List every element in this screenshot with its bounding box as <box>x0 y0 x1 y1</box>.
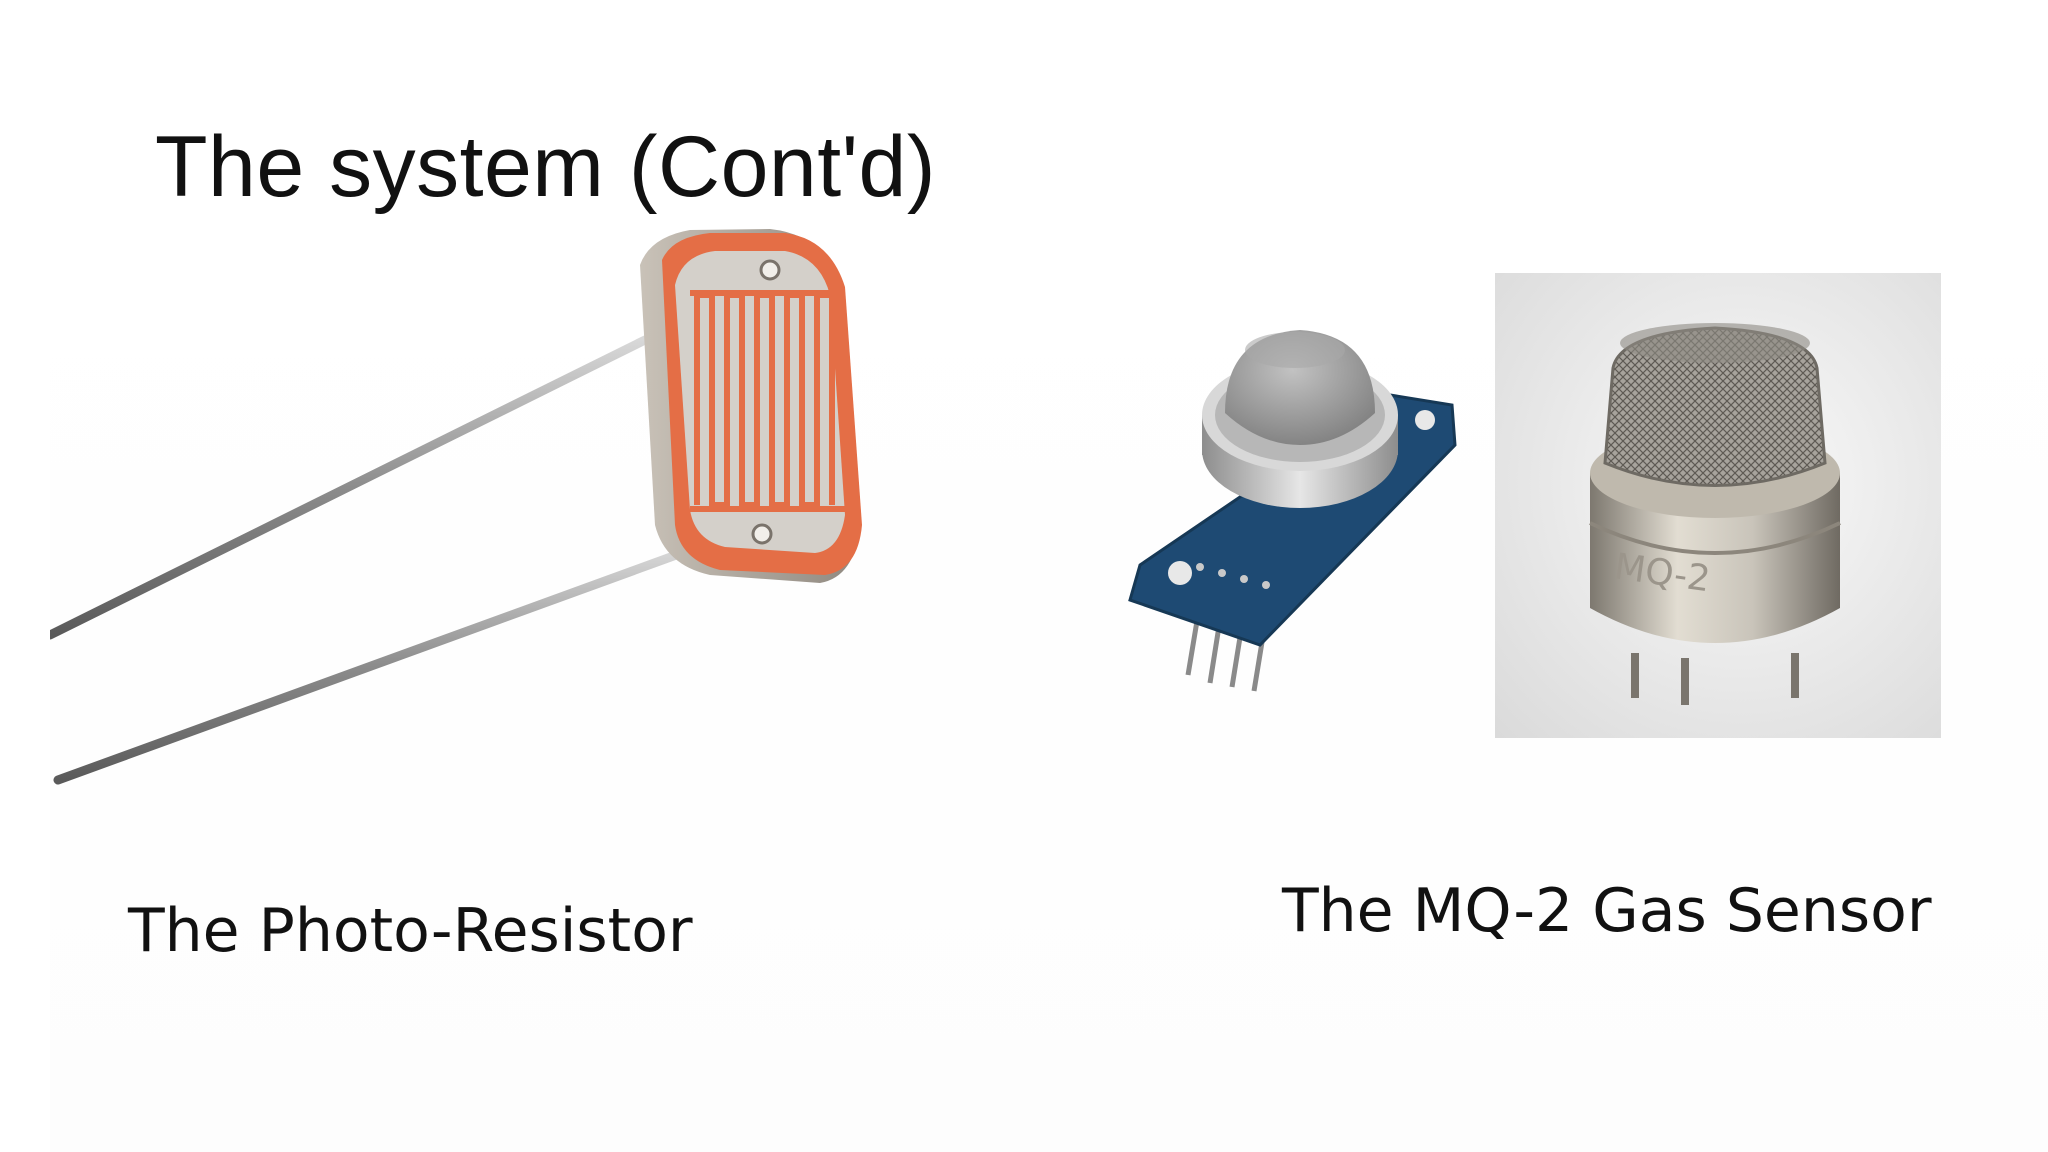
slide-title: The system (Cont'd) <box>155 119 937 215</box>
photo-resistor-caption: The Photo-Resistor <box>128 896 693 966</box>
gas-sensor-image: MQ-2 <box>1495 273 1941 738</box>
photo-resistor-image <box>50 229 862 785</box>
gas-sensor-caption: The MQ-2 Gas Sensor <box>1282 876 1932 946</box>
gas-sensor-module-image <box>1128 330 1457 692</box>
